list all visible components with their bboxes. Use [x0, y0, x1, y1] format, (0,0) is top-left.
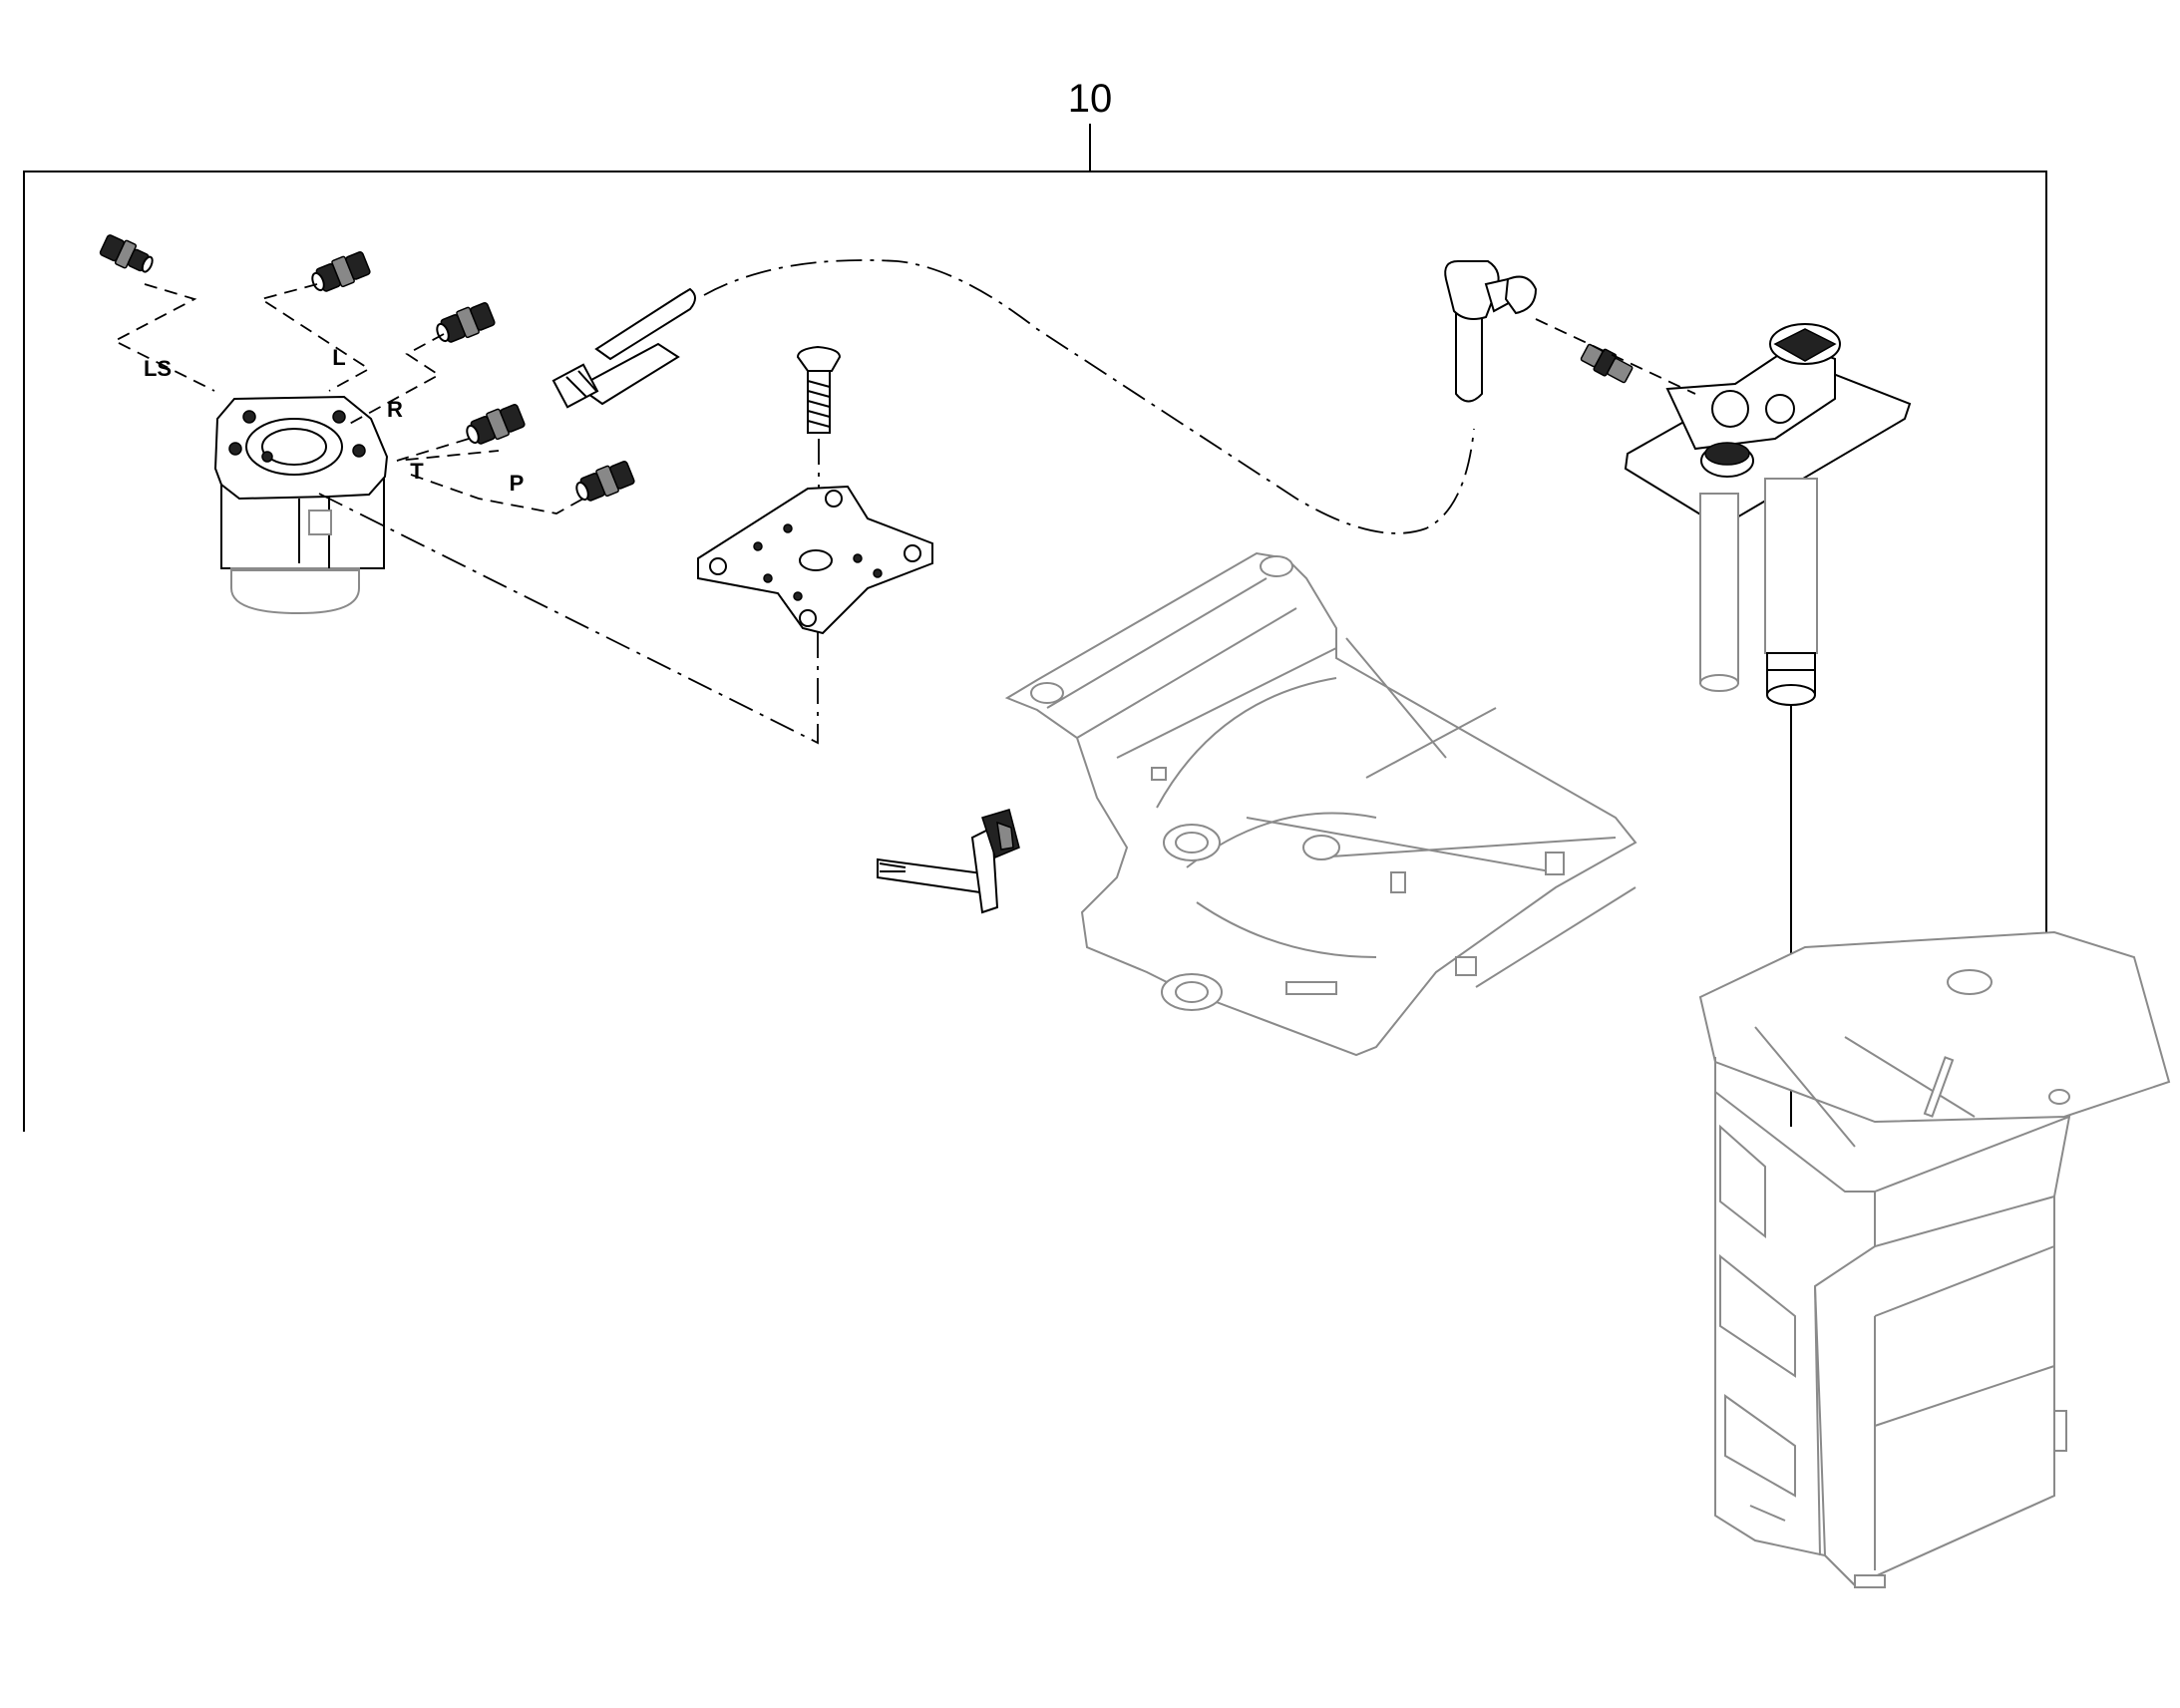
tank-fitting-leader: [1535, 318, 1696, 395]
assembly-bracket: [23, 124, 2047, 1132]
chassis-housing: [1698, 930, 2171, 1588]
port-label-ls: LS: [144, 356, 172, 381]
port-label-r: R: [387, 397, 403, 422]
hydraulic-tank: [1624, 323, 1912, 706]
fitting-ls: [99, 234, 154, 273]
assembly-number: 10: [1068, 77, 1113, 121]
fitting-r: [436, 302, 496, 343]
port-label-l: L: [332, 345, 345, 370]
machine-frame: [1004, 551, 1637, 1057]
screw: [796, 345, 842, 528]
port-label-t: T: [410, 459, 424, 484]
plate-leader: [318, 493, 819, 745]
hose-route: [703, 259, 1475, 534]
steering-unit: [213, 395, 389, 615]
fitting-p: [575, 461, 635, 502]
hose: [551, 260, 1538, 409]
port-leaders: [113, 283, 584, 514]
tank-fitting: [1580, 343, 1634, 384]
cable-strap: [877, 809, 1020, 914]
fitting-l: [311, 251, 371, 292]
mounting-plate: [697, 485, 933, 635]
port-label-p: P: [510, 471, 525, 496]
fitting-t: [466, 404, 526, 445]
